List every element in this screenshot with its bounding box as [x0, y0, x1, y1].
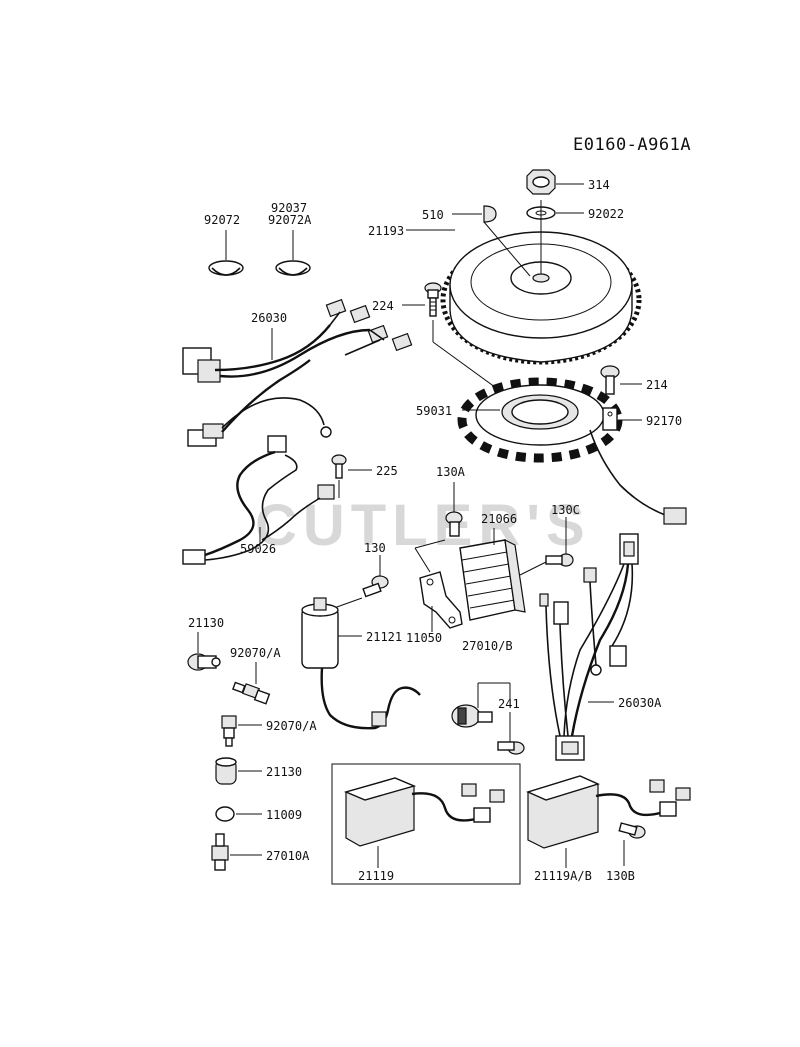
- plate-92170-part[interactable]: [602, 407, 618, 431]
- label-92070A-top: 92070/A: [230, 646, 281, 660]
- switch-27010B-part[interactable]: [451, 704, 493, 728]
- clip-92072-part[interactable]: [208, 260, 244, 276]
- label-314: 314: [588, 178, 610, 192]
- label-26030: 26030: [251, 311, 287, 325]
- harness-26030-part[interactable]: [182, 298, 413, 447]
- label-21121: 21121: [366, 630, 402, 644]
- label-21119AB: 21119A/B: [534, 869, 592, 883]
- label-92072A: 92072A: [268, 213, 312, 227]
- flywheel-21193-part[interactable]: [440, 231, 642, 365]
- cdi-21119-inset-box: [331, 763, 521, 885]
- spark-plug-92070A-bottom-part[interactable]: [221, 715, 237, 747]
- nut-314-part[interactable]: [526, 169, 556, 195]
- clip-92072A-part[interactable]: [275, 260, 311, 276]
- label-92037: 92037: [271, 201, 307, 215]
- label-59026: 59026: [240, 542, 276, 556]
- key-510-part[interactable]: [483, 205, 497, 223]
- label-130A: 130A: [436, 465, 466, 479]
- screw-130C-part[interactable]: [545, 553, 574, 567]
- screw-130B-part[interactable]: [618, 822, 646, 839]
- harness-26030A-part[interactable]: [539, 533, 639, 761]
- label-92070A-bottom: 92070/A: [266, 719, 317, 733]
- label-241: 241: [498, 697, 520, 711]
- label-21119: 21119: [358, 869, 394, 883]
- cdi-unit-21119-part[interactable]: [343, 777, 505, 847]
- label-510: 510: [422, 208, 444, 222]
- label-11050: 11050: [406, 631, 442, 645]
- screw-241-part[interactable]: [497, 741, 525, 755]
- label-224: 224: [372, 299, 394, 313]
- label-21130-top: 21130: [188, 616, 224, 630]
- label-21066: 21066: [481, 512, 517, 526]
- label-130C: 130C: [551, 503, 580, 517]
- spark-plug-92070A-top-part[interactable]: [232, 681, 271, 705]
- label-27010B: 27010/B: [462, 639, 513, 653]
- washer-11009-part[interactable]: [215, 806, 235, 822]
- label-27010A: 27010A: [266, 849, 310, 863]
- screw-225-part[interactable]: [331, 454, 347, 479]
- watermark-text: CUTLER'S: [255, 493, 591, 558]
- harness-59026-part[interactable]: [182, 435, 335, 565]
- plug-cap-21130-bottom-part[interactable]: [215, 757, 237, 785]
- label-26030A: 26030A: [618, 696, 662, 710]
- plug-cap-21130-part[interactable]: [187, 653, 221, 671]
- diagram-code: E0160-A961A: [573, 135, 691, 155]
- ignition-coil-21121-part[interactable]: [301, 597, 421, 730]
- label-225: 225: [376, 464, 398, 478]
- switch-27010A-part[interactable]: [211, 833, 229, 871]
- label-21130-bottom: 21130: [266, 765, 302, 779]
- label-11009: 11009: [266, 808, 302, 822]
- stator-59031-part[interactable]: [457, 377, 687, 525]
- regulator-21066-part[interactable]: [459, 538, 526, 621]
- label-92170: 92170: [646, 414, 682, 428]
- label-21193: 21193: [368, 224, 404, 238]
- label-92022: 92022: [588, 207, 624, 221]
- bracket-11050-part[interactable]: [419, 571, 463, 629]
- screw-214-part[interactable]: [600, 365, 620, 395]
- cdi-unit-21119AB-part[interactable]: [526, 775, 691, 849]
- label-214: 214: [646, 378, 668, 392]
- label-59031: 59031: [416, 404, 452, 418]
- label-92072: 92072: [204, 213, 240, 227]
- bolt-224-part[interactable]: [424, 282, 442, 317]
- label-130: 130: [364, 541, 386, 555]
- label-130B: 130B: [606, 869, 635, 883]
- screw-130-part[interactable]: [362, 575, 389, 598]
